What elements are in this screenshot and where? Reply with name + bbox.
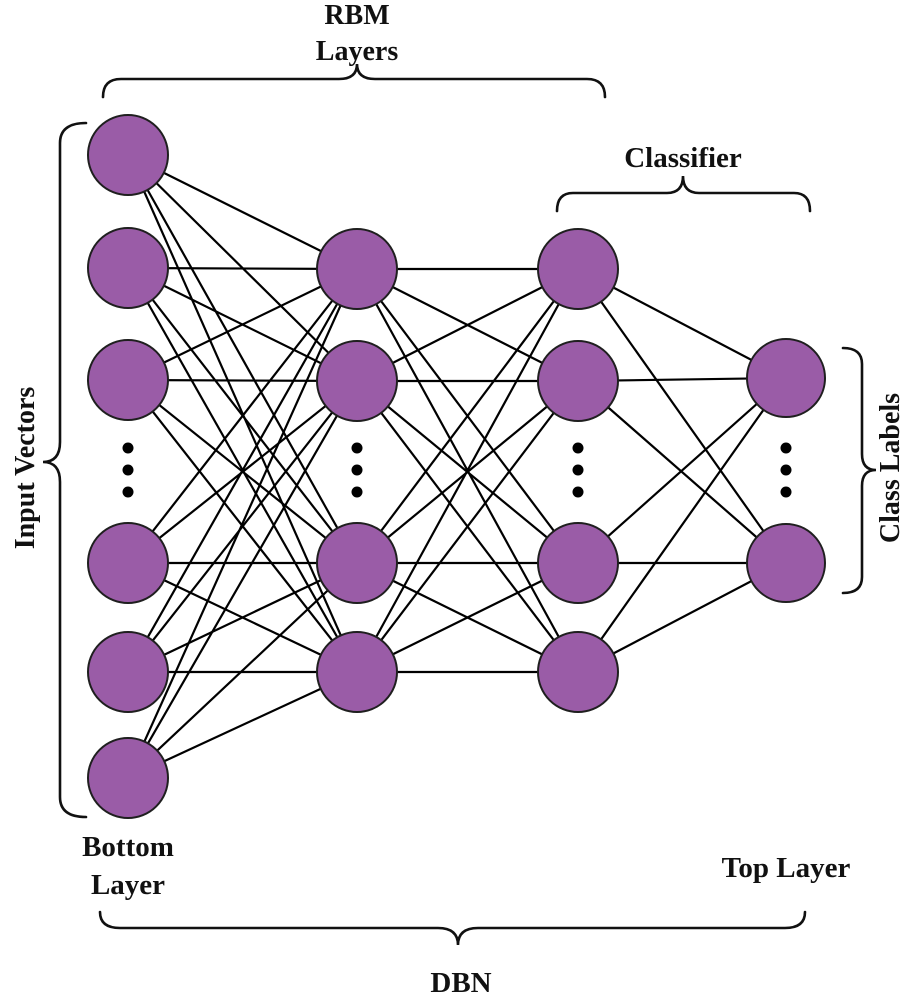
edge-line xyxy=(577,380,787,564)
ellipsis-dot xyxy=(572,442,584,454)
ellipsis-dot xyxy=(572,486,584,498)
neuron-node-top-output-layer xyxy=(746,338,826,418)
ellipsis-dots xyxy=(122,442,792,498)
edges xyxy=(126,154,787,779)
neuron-node-bottom-input-layer xyxy=(87,522,169,604)
classifier-brace xyxy=(555,175,812,213)
dbn-brace xyxy=(98,910,807,946)
bottom-layer-label-line1: Bottom xyxy=(82,831,174,863)
neuron-node-classifier-layer xyxy=(537,631,619,713)
neuron-node-classifier-layer xyxy=(537,340,619,422)
edge-line xyxy=(127,562,358,673)
class-labels-brace xyxy=(841,346,877,595)
edge-line xyxy=(127,380,358,779)
ellipsis-dot xyxy=(572,464,584,476)
edge-line xyxy=(356,268,579,382)
edge-line xyxy=(356,562,579,673)
neuron-node-classifier-layer xyxy=(537,228,619,310)
neuron-node-bottom-input-layer xyxy=(87,114,169,196)
top-layer-label: Top Layer xyxy=(722,852,851,884)
input-vectors-label: Input Vectors xyxy=(10,387,41,550)
rbm-layers-label-line1: RBM xyxy=(324,0,389,31)
edge-line xyxy=(356,268,579,564)
ellipsis-dot xyxy=(122,486,134,498)
neuron-node-classifier-layer xyxy=(537,522,619,604)
neuron-node-rbm-hidden-layer-1 xyxy=(316,631,398,713)
edge-line xyxy=(127,154,358,270)
ellipsis-dot xyxy=(780,442,792,454)
edge-line xyxy=(127,562,358,779)
ellipsis-dot xyxy=(351,486,363,498)
rbm-layers-label-line2: Layers xyxy=(316,36,399,67)
input-vectors-brace xyxy=(42,121,88,819)
edge-line xyxy=(356,268,579,673)
neuron-node-bottom-input-layer xyxy=(87,339,169,421)
edge-line xyxy=(127,268,358,381)
neuron-node-rbm-hidden-layer-1 xyxy=(316,228,398,310)
neuron-node-bottom-input-layer xyxy=(87,631,169,713)
nodes xyxy=(87,114,826,819)
edge-line xyxy=(577,377,787,673)
ellipsis-dot xyxy=(780,486,792,498)
neuron-node-bottom-input-layer xyxy=(87,227,169,309)
ellipsis-dot xyxy=(122,464,134,476)
edge-line xyxy=(356,380,579,673)
edge-line xyxy=(127,268,358,564)
edge-line xyxy=(127,268,358,673)
dbn-label: DBN xyxy=(430,967,491,999)
ellipsis-dot xyxy=(122,442,134,454)
edge-line xyxy=(127,380,358,673)
ellipsis-dot xyxy=(351,464,363,476)
neuron-node-bottom-input-layer xyxy=(87,737,169,819)
ellipsis-dot xyxy=(780,464,792,476)
edge-line xyxy=(126,154,359,673)
neuron-node-rbm-hidden-layer-1 xyxy=(316,340,398,422)
class-labels-label: Class Labels xyxy=(875,393,905,543)
bottom-layer-label-line2: Layer xyxy=(91,869,165,901)
neuron-node-rbm-hidden-layer-1 xyxy=(316,522,398,604)
edge-line xyxy=(126,268,359,779)
edge-line xyxy=(127,154,358,564)
edge-line xyxy=(577,268,787,564)
classifier-label: Classifier xyxy=(624,142,742,174)
ellipsis-dot xyxy=(351,442,363,454)
edge-line xyxy=(127,671,358,779)
rbm-layers-brace xyxy=(101,63,607,99)
edge-line xyxy=(577,377,787,564)
neuron-node-top-output-layer xyxy=(746,523,826,603)
